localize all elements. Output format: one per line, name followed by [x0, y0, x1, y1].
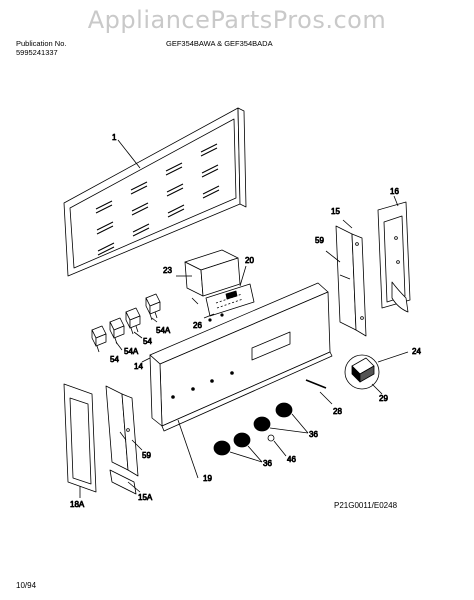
- callout-1: 1: [112, 133, 117, 142]
- callout-18a: 18A: [70, 500, 85, 509]
- callout-16: 16: [390, 187, 399, 196]
- knob-parts-36: [213, 402, 309, 463]
- callout-29: 29: [379, 394, 388, 403]
- diagram-code: P21G0011/E0248: [334, 501, 398, 510]
- bracket-part-59-lower: [105, 385, 143, 477]
- callout-36-lower: 36: [263, 459, 272, 468]
- callout-46: 46: [287, 455, 296, 464]
- switch-parts-54: [91, 293, 161, 353]
- callout-26: 26: [193, 321, 202, 330]
- callout-19: 19: [203, 474, 212, 483]
- publication-number: 5995241337: [16, 48, 58, 57]
- end-cap-part-18a: [63, 383, 141, 498]
- revision-date: 10/94: [16, 581, 37, 590]
- pin-part-28: [305, 379, 333, 405]
- callout-23: 23: [163, 266, 172, 275]
- switch-part-24-detail: [344, 351, 409, 395]
- back-panel-part: [63, 107, 247, 277]
- callout-59: 59: [315, 236, 324, 245]
- callout-54-top: 54: [143, 337, 152, 346]
- model-numbers: GEF354BAWA & GEF354BADA: [166, 39, 273, 48]
- callout-54-low: 54: [110, 355, 119, 364]
- callout-59-lower: 59: [142, 451, 151, 460]
- callout-20: 20: [245, 256, 254, 265]
- callout-36-upper: 36: [309, 430, 318, 439]
- side-bracket-part-15: [325, 219, 367, 337]
- callout-15a: 15A: [138, 493, 153, 502]
- publication-label: Publication No.: [16, 39, 67, 48]
- end-cap-part-16: [377, 195, 411, 313]
- watermark: AppliancePartsPros.com: [87, 6, 387, 34]
- callout-15: 15: [331, 207, 340, 216]
- control-panel-part-19: [149, 282, 333, 479]
- callout-54a-mid: 54A: [124, 347, 139, 356]
- callout-54a-top: 54A: [156, 326, 171, 335]
- callout-28: 28: [333, 407, 342, 416]
- callout-24: 24: [412, 347, 421, 356]
- control-board-part-20: [203, 265, 255, 319]
- publication-block: Publication No. 5995241337: [16, 39, 66, 57]
- callout-14: 14: [134, 362, 143, 371]
- bracket-part-23: [176, 249, 241, 305]
